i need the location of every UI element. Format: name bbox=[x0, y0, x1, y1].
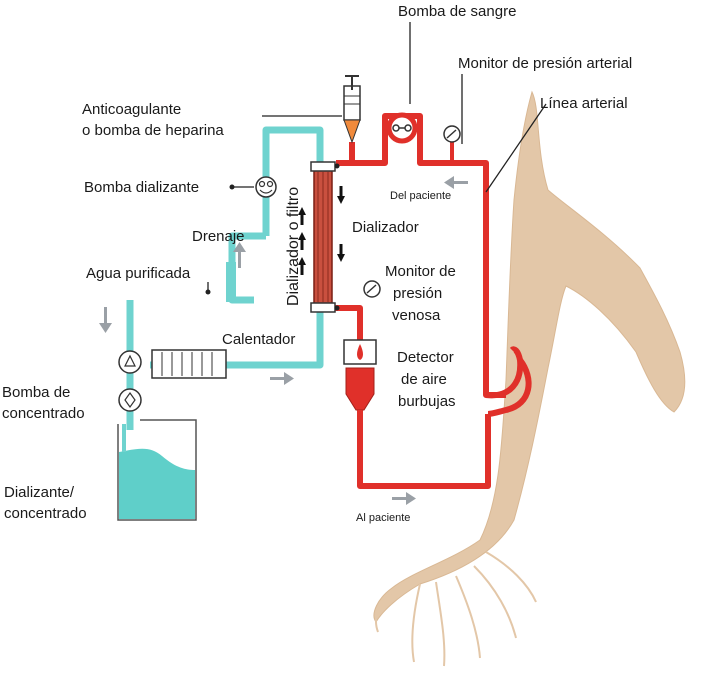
heater bbox=[151, 349, 227, 379]
finger-3 bbox=[455, 575, 481, 659]
label-al-paciente: Al paciente bbox=[356, 512, 410, 524]
heater-body bbox=[151, 349, 227, 379]
detector-chamber bbox=[345, 367, 375, 411]
label-drenaje: Drenaje bbox=[192, 228, 245, 245]
finger-4 bbox=[473, 565, 517, 639]
air-bubble-detector bbox=[343, 339, 377, 420]
heparin-syringe bbox=[343, 75, 361, 144]
blood-pump bbox=[386, 112, 418, 144]
label-bomba-concentrado-1: Bomba de bbox=[2, 384, 70, 401]
venous-access-loop bbox=[487, 358, 532, 417]
label-calentador: Calentador bbox=[222, 331, 295, 348]
arrow-right-al-paciente bbox=[392, 492, 416, 505]
concentrate-container bbox=[117, 419, 197, 521]
dialyzer-flow-arrows bbox=[298, 186, 345, 275]
water-pump-icon bbox=[118, 350, 142, 374]
label-dializador-filtro: Dializador o filtro bbox=[285, 187, 302, 306]
arrow-left-del-paciente bbox=[444, 176, 468, 189]
thumb bbox=[375, 589, 397, 633]
label-dializante-1: Dializante/ bbox=[4, 484, 75, 501]
label-bomba-concentrado-2: concentrado bbox=[2, 405, 85, 422]
finger-2 bbox=[435, 581, 446, 667]
venous-return-line bbox=[357, 394, 491, 489]
label-monitor-venosa-3: venosa bbox=[392, 307, 441, 324]
label-detector-3: burbujas bbox=[398, 393, 456, 410]
container-outline bbox=[117, 419, 197, 521]
purified-water-inlet bbox=[226, 262, 236, 302]
label-bomba-sangre: Bomba de sangre bbox=[398, 3, 516, 20]
label-dializador: Dializador bbox=[352, 219, 419, 236]
finger-5 bbox=[485, 551, 537, 603]
dialyzer bbox=[310, 161, 340, 313]
arterial-pressure-monitor bbox=[443, 125, 461, 163]
label-anticoagulante-2: o bomba de heparina bbox=[82, 122, 224, 139]
venous-pressure-monitor bbox=[363, 280, 381, 298]
label-monitor-venosa-2: presión bbox=[393, 285, 442, 302]
leader-lines bbox=[207, 22, 547, 292]
labels: Bomba de sangre Monitor de presión arter… bbox=[2, 3, 632, 524]
concentrate-pump-icon bbox=[118, 388, 142, 412]
concentrate-pumps bbox=[118, 350, 142, 412]
dialysate-pump bbox=[255, 176, 277, 198]
direction-arrows bbox=[99, 176, 468, 505]
arrow-up-drain bbox=[233, 242, 246, 268]
label-monitor-venosa-1: Monitor de bbox=[385, 263, 456, 280]
finger-1 bbox=[411, 583, 421, 663]
arrow-right-heater bbox=[270, 372, 294, 385]
arm-shape bbox=[373, 90, 686, 623]
arrow-down-concentrate bbox=[99, 307, 112, 333]
label-detector-1: Detector bbox=[397, 349, 454, 366]
dialyzer-outlet-line bbox=[333, 305, 363, 344]
label-linea-arterial: Línea arterial bbox=[540, 95, 628, 112]
label-anticoagulante-1: Anticoagulante bbox=[82, 101, 181, 118]
patient-arm bbox=[373, 90, 686, 667]
leader-linea-arterial bbox=[485, 103, 547, 193]
arterial-line bbox=[480, 160, 506, 398]
container-fluid bbox=[119, 448, 195, 519]
label-detector-2: de aire bbox=[401, 371, 447, 388]
label-monitor-arterial: Monitor de presión arterial bbox=[458, 55, 632, 72]
label-del-paciente: Del paciente bbox=[390, 190, 451, 202]
dialysate-pump-icon bbox=[255, 176, 277, 198]
dialysate-outlet-line bbox=[230, 308, 324, 369]
label-bomba-dializante: Bomba dializante bbox=[84, 179, 199, 196]
label-agua-purificada: Agua purificada bbox=[86, 265, 191, 282]
label-dializante-2: concentrado bbox=[4, 505, 87, 522]
